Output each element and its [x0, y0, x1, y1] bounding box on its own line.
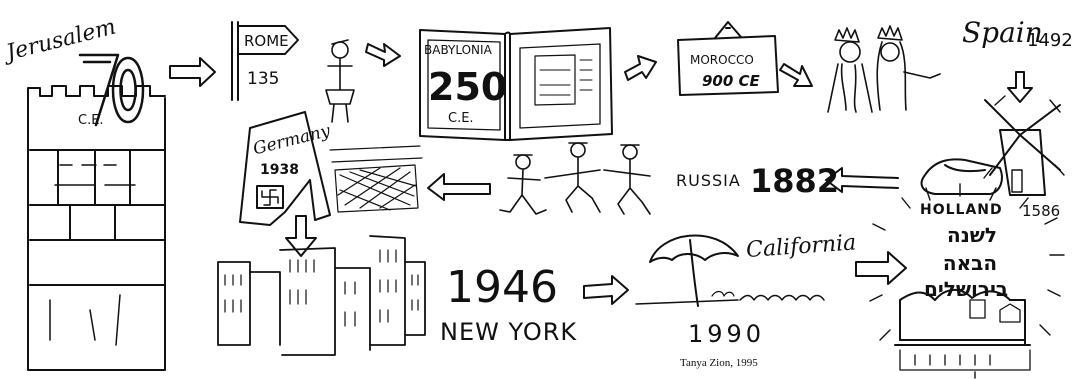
hebrew-line-1: לשנה [947, 223, 997, 247]
babylonia-label: BABYLONIA [424, 43, 493, 57]
hebrew-line-3: בירושלים [924, 277, 1008, 301]
arrow-jerusalem-to-rome [170, 58, 215, 86]
holland-label: HOLLAND [920, 202, 1003, 218]
new-york-skyline-drawing [218, 236, 425, 355]
california-label: California [745, 230, 857, 263]
arrow-babylonia-to-morocco [625, 56, 656, 80]
year-1586-label: 1586 [1022, 202, 1060, 220]
spanish-king-and-queen-drawing [828, 26, 940, 112]
ce-label-1: C.E. [78, 113, 104, 128]
arrow-spain-to-holland [1008, 72, 1032, 102]
russian-dancers-drawing [500, 143, 650, 214]
year-1938-label: 1938 [260, 162, 299, 178]
year-135-label: 135 [247, 69, 279, 89]
year-250-label: 250 [428, 65, 507, 109]
year-1990-label: 1990 [688, 320, 765, 348]
roman-soldier-drawing [326, 40, 354, 122]
jerusalem-walls-right-drawing [895, 290, 1030, 370]
hebrew-line-2: הבאה [943, 251, 997, 275]
arrow-morocco-to-spain [780, 64, 812, 86]
ce-label-2: C.E. [448, 111, 474, 126]
morocco-year-label: 900 CE [702, 72, 761, 90]
credit-label: Tanya Zion, 1995 [680, 357, 758, 369]
russia-label: RUSSIA [676, 171, 741, 190]
year-1882-label: 1882 [750, 162, 839, 200]
morocco-label: MOROCCO [690, 53, 754, 67]
wooden-clog-drawing [922, 159, 1002, 194]
jerusalem-wall-drawing [28, 86, 165, 370]
arrow-california-to-jerusalem [856, 252, 906, 284]
labels: Jerusalem C.E. ROME 135 BABYLONIA 250 C.… [0, 15, 1073, 369]
windmill-drawing [984, 96, 1064, 195]
arrow-russia-to-germany [428, 174, 490, 200]
jerusalem-label: Jerusalem [0, 15, 118, 67]
sea-waves-drawing [636, 292, 824, 305]
year-1946-label: 1946 [446, 262, 558, 313]
arrow-new-york-to-california [584, 276, 628, 304]
barbed-wire-drawing [330, 146, 422, 212]
year-1492-label: 1492 [1027, 30, 1073, 51]
germany-label: Germany [251, 121, 332, 160]
arrow-rome-to-babylonia [366, 44, 400, 66]
new-york-label: NEW YORK [440, 318, 577, 346]
rome-label: ROME [244, 32, 289, 50]
